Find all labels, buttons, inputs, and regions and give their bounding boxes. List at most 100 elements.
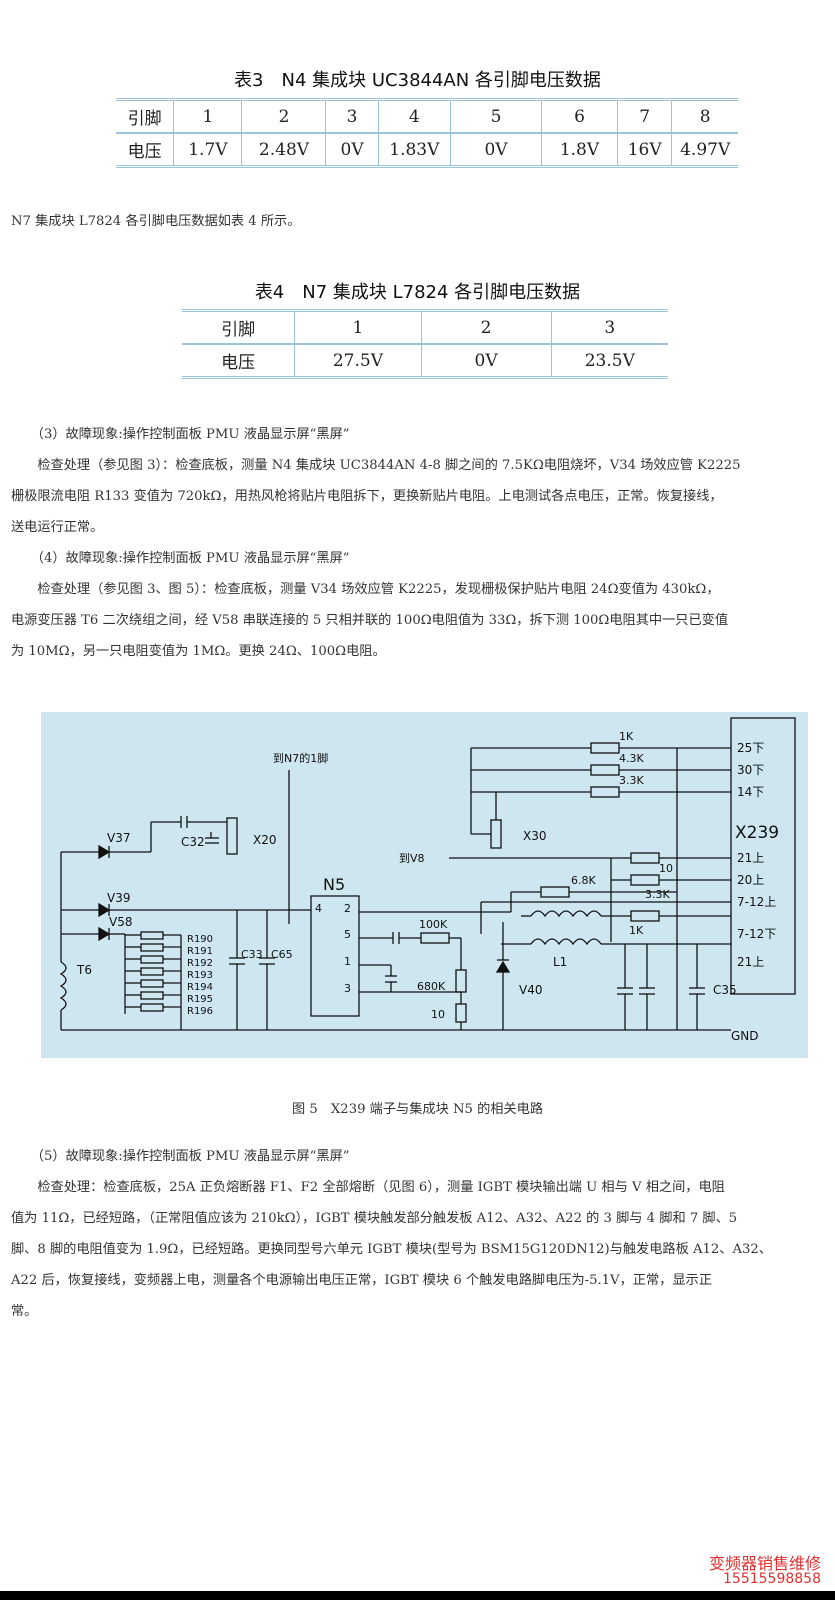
resistor-label: R190 bbox=[187, 934, 213, 945]
resistor-label: R192 bbox=[187, 958, 213, 969]
v58-label: V58 bbox=[109, 915, 132, 929]
c32-label: C32 bbox=[181, 835, 205, 849]
table4-cell: 3 bbox=[551, 310, 668, 345]
pin-label: 25下 bbox=[737, 741, 764, 755]
resistor-label: 680K bbox=[417, 980, 446, 993]
pin-label: 7-12下 bbox=[737, 927, 776, 941]
resistor-label: 10 bbox=[431, 1008, 445, 1021]
table3-cell: 0V bbox=[325, 133, 379, 167]
n5-pin: 1 bbox=[344, 955, 351, 968]
bottom-bar bbox=[0, 1591, 835, 1600]
paragraph-line: 为 10MΩ，另一只电阻变值为 1MΩ。更换 24Ω、100Ω电阻。 bbox=[11, 644, 386, 659]
paragraph-line: （3）故障现象:操作控制面板 PMU 液晶显示屏“黑屏” bbox=[11, 427, 350, 442]
table3-cell: 4.97V bbox=[680, 139, 731, 160]
table4-row-label: 电压 bbox=[182, 344, 296, 378]
table3-cell: 6 bbox=[541, 99, 618, 134]
table3-cell: 4 bbox=[378, 99, 452, 134]
l1-label: L1 bbox=[553, 955, 567, 969]
watermark-text: 变频器销售维修 bbox=[708, 1554, 821, 1573]
resistor-label: R194 bbox=[187, 982, 213, 993]
table3-cell: 5 bbox=[450, 99, 543, 134]
resistor-bank bbox=[125, 931, 181, 1012]
resistor-label: 100K bbox=[419, 918, 448, 931]
c35-label: C35 bbox=[713, 983, 737, 997]
resistor-label: 10 bbox=[659, 862, 673, 875]
table3: 引脚 1 2 3 4 5 6 7 8 电压 1.7V 2.48V 0V 1.83… bbox=[116, 98, 738, 168]
table4-cell: 2 bbox=[421, 310, 552, 345]
table4-row-label: 引脚 bbox=[182, 310, 296, 345]
gnd-label: GND bbox=[731, 1029, 759, 1043]
to-v8-label: 到V8 bbox=[399, 852, 425, 865]
resistor-label: 4.3K bbox=[619, 752, 644, 765]
circuit-diagram: X239 25下 30下 14下 21上 20上 7-12上 7-12下 21上… bbox=[59, 717, 796, 1043]
x30-label: X30 bbox=[523, 829, 547, 843]
paragraph-line: 送电运行正常。 bbox=[11, 520, 104, 535]
table3-caption: 表3 N4 集成块 UC3844AN 各引脚电压数据 bbox=[234, 70, 601, 91]
table4-voltage-row: 电压 27.5V 0V 23.5V bbox=[182, 344, 668, 378]
table4-cell: 1 bbox=[294, 310, 422, 345]
n5-pin: 3 bbox=[344, 982, 351, 995]
resistor-label: R191 bbox=[187, 946, 213, 957]
table3-cell: 3 bbox=[325, 99, 379, 134]
resistor-label: 1K bbox=[629, 924, 644, 937]
table3-cell: 0V bbox=[450, 133, 543, 167]
x239-connector bbox=[730, 717, 796, 995]
table4-cell: 0V bbox=[421, 344, 552, 378]
paragraph-line: 值为 11Ω，已经短路，（正常阻值应该为 210kΩ），IGBT 模块触发部分触… bbox=[11, 1211, 738, 1226]
pin-label: 7-12上 bbox=[737, 895, 776, 909]
table3-cell: 1.8V bbox=[541, 133, 618, 167]
paragraph-line: 检查处理（参见图 3、图 5）：检查底板，测量 V34 场效应管 K2225，发… bbox=[11, 582, 720, 597]
paragraph-line: （4）故障现象:操作控制面板 PMU 液晶显示屏“黑屏” bbox=[11, 551, 350, 566]
table3-voltage-row: 电压 1.7V 2.48V 0V 1.83V 0V 1.8V 16V 4.97V bbox=[116, 133, 738, 167]
table3-cell: 7 bbox=[617, 99, 673, 134]
resistor-label: 1K bbox=[619, 730, 634, 743]
resistor-label: 6.8K bbox=[571, 874, 596, 887]
v37-label: V37 bbox=[107, 831, 130, 845]
figure-caption: 图 5 X239 端子与集成块 N5 的相关电路 bbox=[291, 1102, 544, 1117]
v40-label: V40 bbox=[519, 983, 542, 997]
n5-label: N5 bbox=[323, 875, 345, 894]
resistor-label: R193 bbox=[187, 970, 213, 981]
intro-paragraph: N7 集成块 L7824 各引脚电压数据如表 4 所示。 bbox=[11, 214, 301, 229]
resistor-label: R195 bbox=[187, 994, 213, 1005]
pin-label: 21上 bbox=[737, 955, 764, 969]
n5-pin: 5 bbox=[344, 928, 351, 941]
resistor-label: 3.3K bbox=[619, 774, 644, 787]
n5-pin: 4 bbox=[315, 902, 322, 915]
t6-label: T6 bbox=[76, 963, 92, 977]
resistor-label: R196 bbox=[187, 1006, 213, 1017]
paragraph-line: 电源变压器 T6 二次绕组之间，经 V58 串联连接的 5 只相并联的 100Ω… bbox=[11, 613, 729, 628]
to-n7-label: 到N7的1脚 bbox=[273, 751, 328, 765]
pin-label: 30下 bbox=[737, 763, 764, 777]
table3-cell: 2 bbox=[241, 99, 327, 134]
resistor-label: 3.3K bbox=[645, 888, 670, 901]
table4-cell: 27.5V bbox=[294, 344, 422, 378]
table3-cell: 2.48V bbox=[241, 133, 327, 167]
n5-ic bbox=[310, 895, 360, 1017]
paragraph-line: 检查处理：检查底板，25A 正负熔断器 F1、F2 全部熔断（见图 6），测量 … bbox=[11, 1180, 725, 1195]
table3-cell: 16V bbox=[617, 133, 673, 167]
n5-pin: 2 bbox=[344, 902, 351, 915]
pin-label: 14下 bbox=[737, 785, 764, 799]
table4-caption: 表4 N7 集成块 L7824 各引脚电压数据 bbox=[254, 282, 581, 303]
table3-cell: 1.83V bbox=[378, 133, 452, 167]
table4: 引脚 1 2 3 电压 27.5V 0V 23.5V bbox=[182, 309, 668, 379]
pin-label: 21上 bbox=[737, 851, 764, 865]
table3-cell: 8 bbox=[671, 99, 738, 134]
table3-cell: 1 bbox=[173, 99, 243, 134]
table3-row-label: 电压 bbox=[116, 133, 175, 167]
paragraph-line: 栅极限流电阻 R133 变值为 720kΩ，用热风枪将贴片电阻拆下，更换新贴片电… bbox=[11, 489, 723, 504]
x239-label: X239 bbox=[735, 823, 779, 843]
table3-cell: 1.7V bbox=[173, 133, 243, 167]
pin-label: 20上 bbox=[737, 873, 764, 887]
circuit-figure: X239 25下 30下 14下 21上 20上 7-12上 7-12下 21上… bbox=[41, 712, 808, 1058]
paragraph-line: （5）故障现象:操作控制面板 PMU 液晶显示屏“黑屏” bbox=[11, 1149, 350, 1164]
x20-connector bbox=[226, 817, 238, 855]
paragraph-line: 脚、8 脚的电阻值变为 1.9Ω，已经短路。更换同型号六单元 IGBT 模块(型… bbox=[11, 1242, 772, 1257]
table3-pin-row: 引脚 1 2 3 4 5 6 7 8 bbox=[116, 99, 738, 134]
table4-cell: 23.5V bbox=[584, 350, 635, 371]
watermark-phone: 15515598858 bbox=[723, 1571, 821, 1587]
paragraph-line: A22 后，恢复接线，变频器上电，测量各个电源输出电压正常，IGBT 模块 6 … bbox=[11, 1273, 712, 1288]
table4-pin-row: 引脚 1 2 3 bbox=[182, 310, 668, 345]
v39-label: V39 bbox=[107, 891, 130, 905]
